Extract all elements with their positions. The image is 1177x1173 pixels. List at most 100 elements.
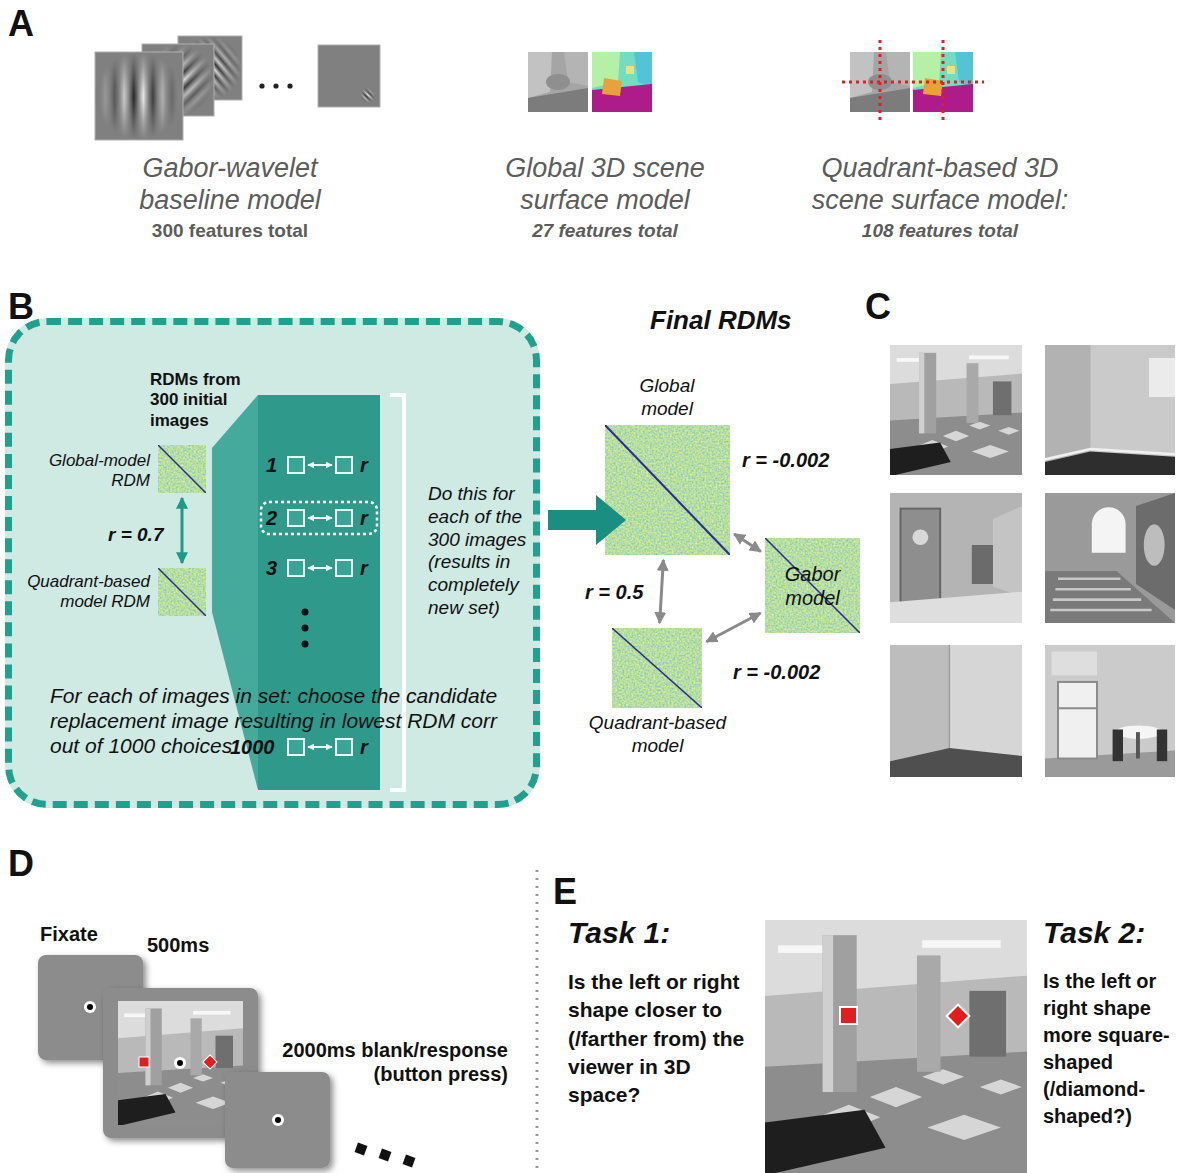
ellipsis-dots: [287, 83, 292, 88]
task-heading: Task 2:: [1043, 915, 1145, 951]
stimulus-photo: [890, 345, 1175, 777]
surface-maps: [913, 52, 973, 112]
candidate-row: [288, 739, 304, 755]
continuation-marks: [379, 1149, 392, 1162]
panel-letter: E: [553, 870, 577, 913]
rdm-title: Global model: [627, 375, 707, 421]
correlation-arrow: [660, 560, 664, 623]
candidate-arrow: [308, 464, 332, 466]
trial-screen: [103, 988, 258, 1138]
trial-screen: [177, 1060, 183, 1066]
rdm-matrix: Global-model RDM: [158, 445, 206, 493]
gabor-patch: [318, 45, 380, 107]
quadrant-grid: [842, 81, 984, 84]
bracket: [390, 395, 404, 790]
candidate-fan: [212, 395, 380, 790]
candidate-row: [336, 510, 352, 526]
trial-screen: [225, 1072, 330, 1168]
stimulus-photo: [890, 493, 1022, 623]
candidate-arrow: [308, 746, 332, 748]
gabor-patch: [318, 45, 380, 107]
ellipsis-dots: [273, 83, 278, 88]
trial-screen: [275, 1117, 281, 1123]
ellipsis-dots: [259, 83, 292, 88]
feature-count: 300 features total: [100, 220, 360, 243]
trial-step: Fixate: [40, 922, 98, 946]
task-heading: Task 1:: [568, 915, 670, 951]
rdm-image: [612, 628, 702, 708]
rdm-image: [158, 568, 206, 616]
trial-screen: [118, 1001, 243, 1125]
candidate-row: [336, 560, 352, 576]
surface-maps: [528, 52, 973, 112]
model-caption: Gabor-wavelet baseline model: [100, 152, 360, 217]
rdm-title: Quadrant-based model RDM: [18, 572, 150, 613]
trial-screen: [103, 988, 258, 1138]
trial-screen: [84, 1001, 96, 1013]
feature-count: 27 features total: [460, 220, 750, 243]
gabor-stack: [142, 44, 214, 116]
candidate-arrow: [308, 465, 332, 747]
panel-divider: [536, 870, 539, 1173]
vertical-ellipsis: [302, 609, 309, 648]
rdm-title: Quadrant-based model: [585, 712, 730, 758]
trial-screen: [174, 1057, 186, 1069]
candidate-panel: [258, 395, 380, 790]
correlation-symbol: r: [360, 735, 368, 759]
correlation-symbol: r: [360, 506, 368, 530]
vertical-ellipsis: [302, 641, 309, 648]
quadrant-grid: [879, 40, 882, 124]
panel-text: RDMs from 300 initial images: [150, 370, 260, 431]
trial-screen: [38, 955, 143, 1060]
row-number: 1: [266, 453, 277, 477]
surface-maps: [592, 52, 652, 112]
rdm-image: [605, 425, 730, 555]
row-number: 2: [266, 506, 277, 530]
panel-text: Do this for each of the 300 images (resu…: [428, 483, 532, 620]
rdm-image: [612, 628, 702, 708]
gabor-stack: [178, 36, 242, 100]
ellipsis-dots: [259, 83, 264, 88]
trial-screen: [203, 1055, 217, 1069]
correlation-symbol: r: [360, 453, 368, 477]
task-question: Is the left or right shape closer to (/f…: [568, 968, 760, 1110]
rdm-image: [158, 568, 206, 616]
section-heading: Final RDMs: [650, 305, 792, 336]
rdm-image: [158, 445, 206, 493]
gabor-stack: [178, 36, 242, 100]
vertical-ellipsis: [302, 625, 309, 632]
rdm-matrix: Quadrant-based model RDM: [158, 568, 206, 616]
selected-row: [261, 502, 377, 534]
gabor-stack: [142, 44, 214, 116]
correlation-arrow: [734, 534, 761, 552]
quadrant-grid: [842, 40, 984, 124]
rdm-image: [765, 538, 860, 633]
correlation-value: r = 0.7: [108, 524, 163, 547]
rdm-diagonal: [765, 538, 860, 633]
candidate-row: [288, 457, 304, 473]
candidate-row: [288, 457, 352, 755]
correlation-arrow: [181, 498, 184, 563]
task-image: [840, 1007, 857, 1024]
trial-screen: [272, 1114, 284, 1126]
task-image: [765, 920, 1027, 1173]
stimulus-photo: [1045, 345, 1175, 475]
rdm-title: Global-model RDM: [20, 451, 150, 492]
feature-count: 108 features total: [790, 220, 1090, 243]
model-caption: Quadrant-based 3D scene surface model:: [790, 152, 1090, 217]
rdm-image: [605, 425, 730, 555]
trial-screen: [225, 1072, 330, 1168]
correlation-value: r = 0.5: [585, 580, 643, 604]
panel-letter: D: [8, 842, 34, 885]
task-question: Is the left or right shape more square-s…: [1043, 968, 1173, 1130]
stimulus-photo: [1045, 493, 1175, 623]
rdm-matrix: Quadrant-based model: [612, 628, 702, 708]
model-caption: Global 3D scene surface model: [460, 152, 750, 217]
rdm-matrix: Global model: [605, 425, 730, 555]
continuation-marks: [403, 1155, 416, 1168]
rdm-image: [765, 538, 860, 633]
panel-letter: A: [8, 2, 34, 45]
trial-step: 2000ms blank/response (button press): [258, 1038, 508, 1086]
candidate-arrow: [308, 567, 332, 569]
